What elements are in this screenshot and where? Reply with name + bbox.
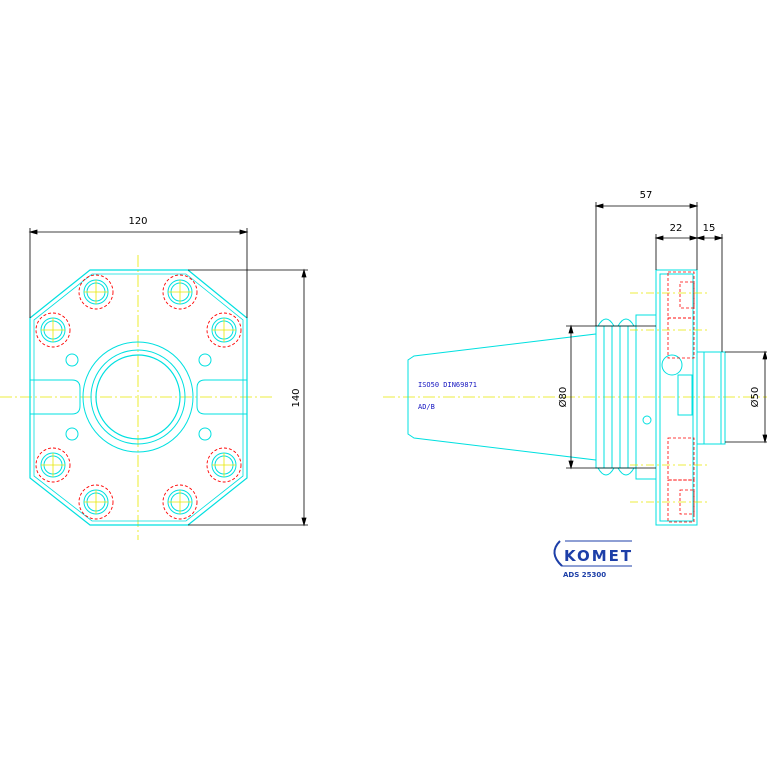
dimension-shank-diameter [566, 324, 656, 470]
flange-outline [29, 269, 248, 526]
length-dim-label: 57 [640, 190, 653, 201]
side-bolt-centerlines [630, 292, 710, 503]
width-dim-label: 120 [128, 216, 147, 227]
dimension-width [28, 228, 249, 318]
bolt-hole [206, 312, 242, 348]
side-flange [655, 269, 726, 526]
bolt-hole [78, 484, 114, 520]
bolt-hole [35, 312, 71, 348]
bolt-hole [206, 447, 242, 483]
komet-logo: KOMET ADS 25300 [553, 540, 633, 579]
right-drive-slot [196, 379, 247, 415]
front-centerlines [0, 255, 275, 540]
logo-part-code: ADS 25300 [563, 571, 606, 579]
bolt-holes [35, 274, 242, 520]
dimension-pilot-diameter [725, 350, 767, 444]
shank-diameter-label: Ø80 [557, 387, 569, 408]
front-pins [65, 353, 212, 441]
bolt-hole [162, 274, 198, 310]
left-drive-slot [30, 379, 81, 415]
bolt-hole [35, 447, 71, 483]
spec-line-2: AD/B [418, 403, 435, 411]
front-view: 120 140 [0, 216, 308, 540]
bolt-hole [78, 274, 114, 310]
central-bore [82, 341, 194, 453]
dimension-height [188, 268, 308, 527]
logo-brand: KOMET [564, 547, 633, 565]
bolt-hole [162, 484, 198, 520]
flange-dim-label: 22 [670, 223, 683, 234]
flange-inner-outline [33, 273, 244, 522]
dimension-flange [654, 234, 724, 352]
side-view: 57 22 15 Ø80 Ø50 ISO50 DIN69871 AD/B [383, 190, 767, 526]
pilot-dim-label: 15 [703, 223, 716, 234]
height-dim-label: 140 [291, 388, 302, 407]
logo-swoosh-icon [553, 540, 563, 567]
spec-line-1: ISO50 DIN69871 [418, 381, 477, 389]
pilot-diameter-label: Ø50 [749, 387, 761, 408]
dimension-length [594, 202, 699, 326]
